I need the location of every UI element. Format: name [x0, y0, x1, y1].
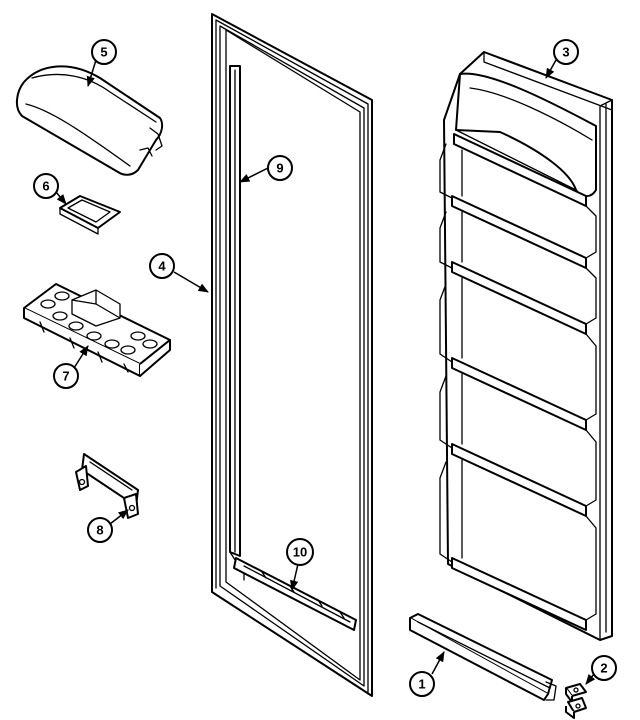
leader-2 — [585, 673, 596, 685]
part-7-egg-tray — [23, 283, 171, 377]
callout-7-label: 7 — [62, 369, 69, 384]
callout-5-label: 5 — [100, 45, 107, 60]
callout-1: 1 — [409, 671, 435, 697]
part-6-clip — [59, 195, 121, 235]
callout-10: 10 — [286, 538, 314, 566]
leader-5 — [86, 59, 97, 88]
leader-7 — [73, 345, 89, 369]
callout-5: 5 — [91, 39, 117, 65]
part-1-rail — [409, 613, 557, 701]
callout-10-label: 10 — [293, 545, 307, 560]
callout-3: 3 — [553, 39, 579, 65]
callout-8-label: 8 — [96, 523, 103, 538]
callout-9: 9 — [267, 155, 293, 181]
part-9-strip — [229, 65, 245, 581]
part-5-dairy-door — [16, 65, 164, 176]
callout-8: 8 — [87, 517, 113, 543]
part-8-bracket — [75, 453, 139, 519]
callout-9-label: 9 — [276, 161, 283, 176]
callout-4-label: 4 — [158, 259, 166, 274]
callout-3-label: 3 — [562, 45, 569, 60]
callout-2: 2 — [591, 655, 617, 681]
leader-lines — [55, 59, 596, 685]
callout-7: 7 — [53, 363, 79, 389]
callout-6: 6 — [33, 173, 59, 199]
leader-10 — [290, 563, 299, 592]
callout-6-label: 6 — [42, 179, 49, 194]
leader-8 — [109, 509, 129, 525]
callout-2-label: 2 — [600, 661, 607, 676]
part-3-door-liner — [439, 51, 613, 641]
callout-1-label: 1 — [418, 677, 425, 692]
leader-6 — [55, 191, 67, 205]
leader-4 — [173, 271, 209, 293]
part-2-fittings — [565, 683, 587, 719]
part-4-door-gasket — [211, 13, 373, 697]
callout-4: 4 — [149, 253, 175, 279]
leader-3 — [545, 59, 557, 79]
leader-1 — [431, 651, 445, 675]
leader-9 — [239, 167, 269, 183]
